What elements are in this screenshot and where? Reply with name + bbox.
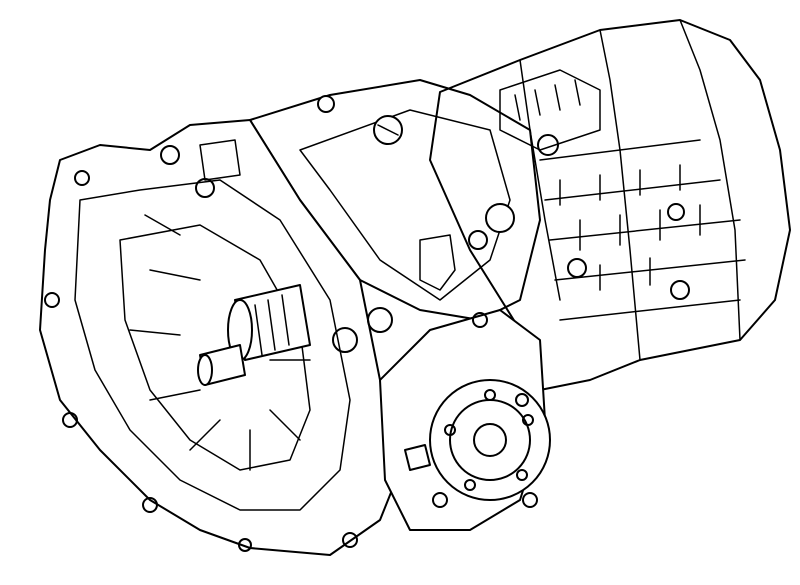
output-flange	[379, 309, 551, 531]
intermediate-housing	[249, 79, 541, 321]
input-shaft	[197, 284, 311, 386]
bell-housing	[39, 119, 401, 556]
main-case	[429, 19, 791, 391]
